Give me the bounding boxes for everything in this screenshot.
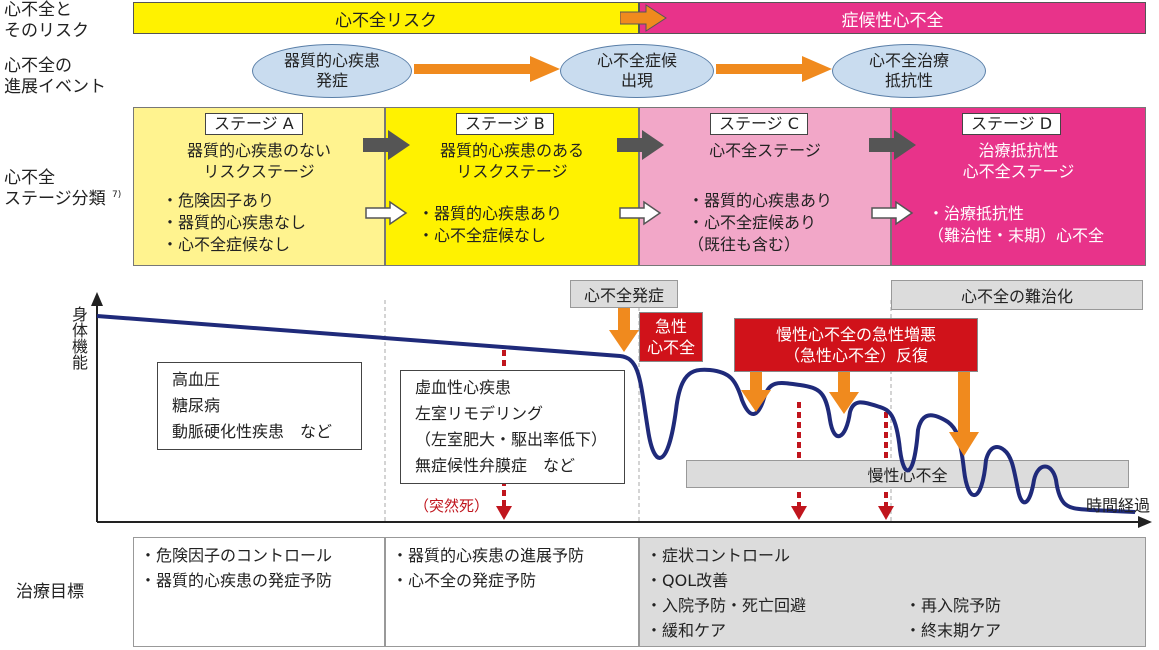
- row-label-events: 心不全の 進展イベント: [4, 56, 106, 97]
- goal-item: ・入院予防・死亡回避: [646, 596, 807, 615]
- acute-exacerbation-box: 慢性心不全の急性増悪 （急性心不全）反復: [734, 318, 978, 372]
- row-label-risk: 心不全と そのリスク: [4, 0, 89, 41]
- stage-d-tag: ステージ D: [962, 113, 1062, 135]
- stage-b-bullets: ・器質的心疾患あり ・心不全症候なし: [418, 203, 562, 247]
- sudden-death-arrow-2: [791, 402, 807, 520]
- risk-a-item: 糖尿病: [172, 396, 221, 415]
- goal-item: ・再入院予防: [905, 596, 1002, 615]
- sudden-death-arrow-3: [878, 412, 894, 520]
- event-arrows: [414, 56, 832, 82]
- risk-b-box: 虚血性心疾患 左室リモデリング （左室肥大・駆出率低下） 無症候性弁膜症 など: [400, 370, 625, 484]
- risk-b-item: 虚血性心疾患: [415, 378, 512, 397]
- goal-item: ・QOL改善: [646, 571, 729, 590]
- stage-arrow-hollow-ab: [365, 200, 408, 226]
- risk-band-left: 心不全リスク: [133, 2, 639, 34]
- hf-onset-box: 心不全発症: [570, 280, 678, 308]
- risk-b-item: （左室肥大・駆出率低下）: [415, 430, 608, 449]
- stage-c-bullet: ・器質的心疾患あり: [688, 191, 833, 210]
- stage-b-bullet: ・器質的心疾患あり: [418, 204, 563, 223]
- event-hf-symptoms: 心不全症候 出現: [560, 44, 714, 98]
- goal-item: ・心不全の発症予防: [392, 571, 537, 590]
- stage-a-bullets: ・危険因子あり ・器質的心疾患なし ・心不全症候なし: [162, 190, 306, 256]
- risk-b-item: 左室リモデリング: [415, 404, 544, 423]
- y-axis-arrowhead: [91, 292, 103, 306]
- stage-c-tag: ステージ C: [710, 113, 808, 135]
- risk-a-item: 高血圧: [172, 370, 221, 389]
- row-label-stage: 心不全 ステージ分類: [4, 168, 106, 210]
- goal-list-a: ・危険因子のコントロール ・器質的心疾患の発症予防: [140, 543, 332, 593]
- risk-transition-arrow: [620, 4, 667, 32]
- exacerbation-arrow-3: [949, 372, 979, 456]
- stage-c-bullet: （既往も含む）: [688, 235, 801, 254]
- goal-item: ・緩和ケア: [646, 621, 727, 640]
- stage-a-bullet: ・危険因子あり: [162, 191, 275, 210]
- stage-arrow-dark-ab: [363, 130, 410, 160]
- sudden-death-label: （突然死）: [414, 497, 490, 515]
- row-label-goals: 治療目標: [16, 582, 84, 602]
- goal-item: ・器質的心疾患の発症予防: [140, 571, 333, 590]
- goal-list-d: ・再入院予防 ・終末期ケア: [905, 593, 1001, 643]
- acute-hf-box: 急性 心不全: [639, 312, 703, 362]
- stage-a-tag: ステージ A: [205, 113, 303, 135]
- stage-a-bullet: ・器質的心疾患なし: [162, 213, 307, 232]
- risk-b-item: 無症候性弁膜症 など: [415, 456, 576, 475]
- goal-list-c: ・症状コントロール ・QOL改善 ・入院予防・死亡回避 ・緩和ケア: [646, 543, 806, 643]
- stage-arrow-dark-bc: [617, 130, 664, 160]
- risk-a-item: 動脈硬化性疾患 など: [172, 422, 333, 441]
- stage-c-bullet: ・心不全症候あり: [688, 213, 817, 232]
- risk-a-box: 高血圧 糖尿病 動脈硬化性疾患 など: [157, 362, 362, 450]
- event-treatment-resistance: 心不全治療 抵抗性: [832, 44, 986, 98]
- risk-band-right: 症候性心不全: [639, 2, 1146, 34]
- x-axis-label: 時間経過: [1086, 496, 1151, 515]
- y-axis-label: 身体機能: [69, 306, 88, 370]
- goal-box-a: [133, 537, 385, 647]
- stage-arrow-hollow-bc: [619, 200, 662, 226]
- event-arrow-1: [414, 56, 560, 82]
- stage-d-bullet: （難治性・末期）心不全: [928, 226, 1105, 245]
- stage-d-bullets: ・治療抵抗性 （難治性・末期）心不全: [928, 203, 1104, 247]
- exacerbation-arrow-1: [741, 372, 771, 412]
- refractory-box: 心不全の難治化: [891, 280, 1143, 310]
- stage-d-bullet: ・治療抵抗性: [928, 204, 1025, 223]
- stage-c-title: 心不全ステージ: [709, 141, 821, 160]
- stage-label-text: 心不全 ステージ分類: [4, 168, 106, 209]
- stage-b-title: 器質的心疾患のある リスクステージ: [439, 141, 584, 181]
- exacerbation-arrow-2: [829, 372, 859, 414]
- stage-d-title: 治療抵抗性 心不全ステージ: [962, 141, 1075, 181]
- goal-item: ・器質的心疾患の進展予防: [392, 546, 585, 565]
- x-axis-arrowhead: [1138, 516, 1152, 528]
- stage-a-bullet: ・心不全症候なし: [162, 235, 291, 254]
- goal-box-b: [385, 537, 639, 647]
- stage-a-title: 器質的心疾患のない リスクステージ: [186, 141, 331, 181]
- goal-item: ・終末期ケア: [905, 621, 1002, 640]
- stage-b-bullet: ・心不全症候なし: [418, 226, 547, 245]
- stage-c-bullets: ・器質的心疾患あり ・心不全症候あり （既往も含む）: [688, 190, 832, 256]
- event-structural-heart-disease: 器質的心疾患 発症: [252, 44, 412, 98]
- stage-arrow-hollow-cd: [871, 200, 914, 226]
- goal-box-cd: [639, 537, 1146, 647]
- goal-list-b: ・器質的心疾患の進展予防 ・心不全の発症予防: [392, 543, 584, 593]
- function-curve: [96, 314, 1136, 514]
- goal-item: ・症状コントロール: [646, 546, 791, 565]
- stage-arrow-dark-cd: [869, 130, 916, 160]
- stage-b-tag: ステージ B: [456, 113, 554, 135]
- stage-reference: 7): [112, 190, 122, 200]
- stage-arrows: [363, 130, 916, 226]
- onset-arrow: [609, 306, 639, 352]
- goal-item: ・危険因子のコントロール: [140, 546, 333, 565]
- event-arrow-2: [716, 56, 832, 82]
